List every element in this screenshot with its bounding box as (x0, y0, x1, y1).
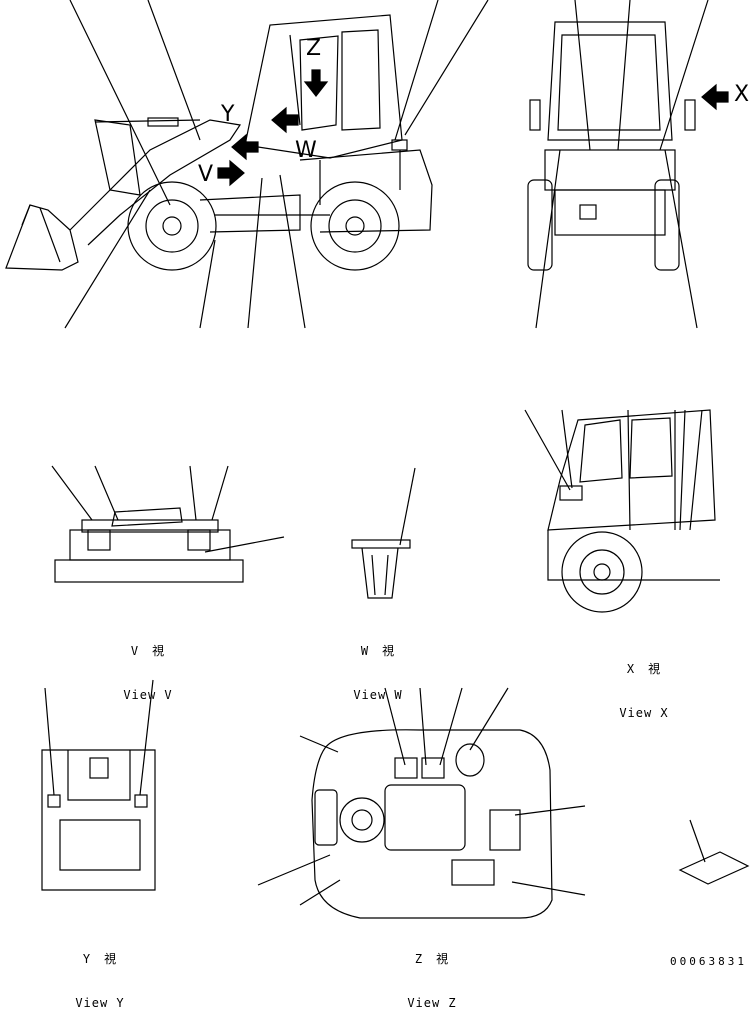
marker-y: Y (221, 102, 235, 127)
marker-z: Z (306, 36, 322, 61)
loader-front-view (527, 0, 729, 329)
rear-body (299, 149, 433, 233)
rear-wheel (310, 181, 400, 271)
marker-v: V (198, 162, 214, 187)
view-w-drawing (351, 467, 416, 599)
caption-view-x-en: View X (619, 706, 669, 720)
loader-side-view (5, 0, 489, 329)
arrow-x1 (231, 133, 259, 161)
caption-view-z-jp: Z 視 (414, 952, 450, 966)
cab (244, 14, 403, 159)
marker-x: X (734, 82, 750, 107)
parts-diagram (5, 0, 750, 919)
view-v-drawing (51, 465, 285, 583)
arrow-z (303, 69, 329, 97)
caption-view-z-en: View Z (407, 996, 457, 1010)
caption-view-w-jp: W 視 (360, 644, 396, 658)
frame (199, 194, 301, 233)
view-z-drawing (257, 687, 586, 919)
caption-view-v-jp: V 視 (130, 644, 166, 658)
caption-view-x: X 視 View X (604, 632, 684, 734)
label-tag-drawing (678, 819, 750, 885)
view-x-drawing (524, 409, 720, 613)
arrow-w (217, 159, 245, 187)
caption-view-v-en: View V (123, 688, 173, 702)
caption-view-x-jp: X 視 (626, 662, 662, 676)
view-y-drawing (41, 679, 156, 891)
marker-w: W (295, 138, 317, 163)
caption-view-z: Z 視 View Z (392, 922, 472, 1024)
caption-view-w: W 視 View W (338, 614, 418, 716)
caption-view-v: V 視 View V (108, 614, 188, 716)
caption-view-y-jp: Y 視 (82, 952, 118, 966)
caption-view-y: Y 視 View Y (60, 922, 140, 1024)
caption-view-y-en: View Y (75, 996, 125, 1010)
arrow-y (271, 106, 299, 134)
arrow-x (701, 83, 729, 111)
boom-arm (69, 119, 242, 246)
front-wheel (127, 181, 217, 271)
document-number: 00063831 (670, 955, 747, 968)
caption-view-w-en: View W (353, 688, 403, 702)
